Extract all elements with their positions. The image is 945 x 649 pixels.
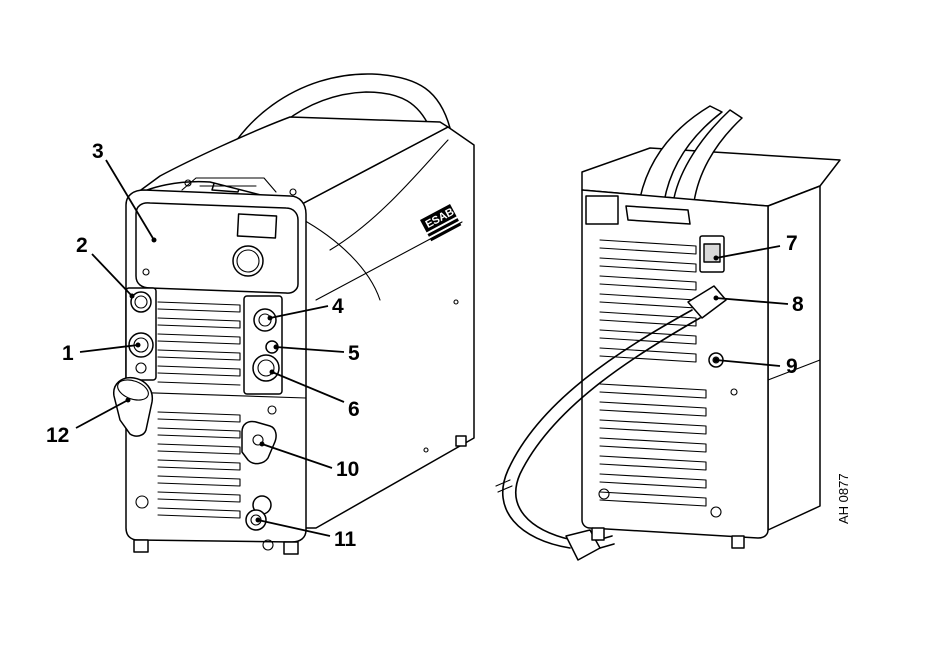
callout-3: 3 [92,140,104,163]
rear-foot [591,527,605,541]
callout-1: 1 [62,342,74,365]
callout-7: 7 [786,232,798,255]
callout-8: 8 [792,293,804,316]
rear-panel [581,189,769,539]
callout-4: 4 [332,295,344,318]
rear-handle [639,105,723,203]
lower-vent-louvers [157,411,241,519]
positive-terminal [252,354,280,382]
upper-vent-louvers [157,301,241,386]
rear-upper-louvers [599,239,697,363]
rear-handle-front [673,109,743,203]
callout-11: 11 [334,528,357,551]
rating-plate [585,195,619,225]
foot [133,539,149,553]
front-view-machine: ESAB [113,73,475,555]
gas-connector [253,308,277,332]
callout-labels: 1 2 3 4 5 6 7 8 9 10 11 12 [46,140,804,551]
foot [455,435,467,447]
negative-terminal [128,332,154,358]
mains-cable-gland [687,285,727,319]
top-panel [129,116,449,206]
rear-lower-louvers [599,383,707,507]
callout-6: 6 [348,398,360,421]
callout-2: 2 [76,234,88,257]
callout-9: 9 [786,355,798,378]
mains-cable [502,309,693,549]
torch-cap [113,376,154,437]
callout-leaders [75,159,789,537]
remote-socket [130,291,152,313]
document-id: AH 0877 [836,473,851,524]
gas-valve [241,420,277,465]
rear-foot [731,535,745,549]
callout-5: 5 [348,342,360,365]
foot [283,541,299,555]
display-window [236,213,278,239]
callout-12: 12 [46,424,69,447]
callout-10: 10 [336,458,359,481]
rear-view-machine [495,105,841,561]
